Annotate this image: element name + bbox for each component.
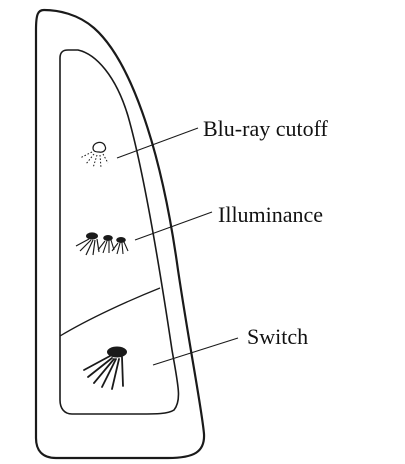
inner-panel-outline	[59, 49, 180, 415]
illum-lamp-head-2	[103, 235, 113, 241]
bluray-beam-2	[85, 153, 95, 165]
panel-housing-outline	[34, 8, 206, 460]
bluray-cutoff-label: Blu-ray cutoff	[203, 116, 328, 141]
bluray-beam-4	[99, 154, 102, 169]
bluray-beam-5	[102, 153, 109, 164]
illum-lamp-head-3	[116, 237, 126, 243]
illum-lamp-beams-2	[97, 239, 115, 254]
switch-lamp-head	[107, 346, 127, 358]
illum-lamp-beams-3	[111, 241, 129, 255]
illum-lamp-beams-1	[75, 238, 100, 256]
multi-lamp-icon	[75, 232, 129, 256]
illuminance-label: Illuminance	[218, 202, 324, 227]
switch-divider-line	[59, 287, 161, 337]
switch-lamp-beams	[83, 355, 124, 390]
blue-light-lamp-icon	[79, 141, 109, 169]
switch-leader-line	[152, 337, 239, 366]
illuminance-leader-line	[134, 211, 213, 241]
lamp-icon	[83, 346, 127, 390]
illum-lamp-head-1	[86, 232, 98, 240]
bluray-lamp-head	[92, 141, 107, 153]
switch-label: Switch	[247, 324, 309, 349]
bluray-leader-line	[116, 127, 199, 159]
bluray-beam-1	[79, 151, 93, 159]
bluray-beam-3	[92, 154, 98, 169]
